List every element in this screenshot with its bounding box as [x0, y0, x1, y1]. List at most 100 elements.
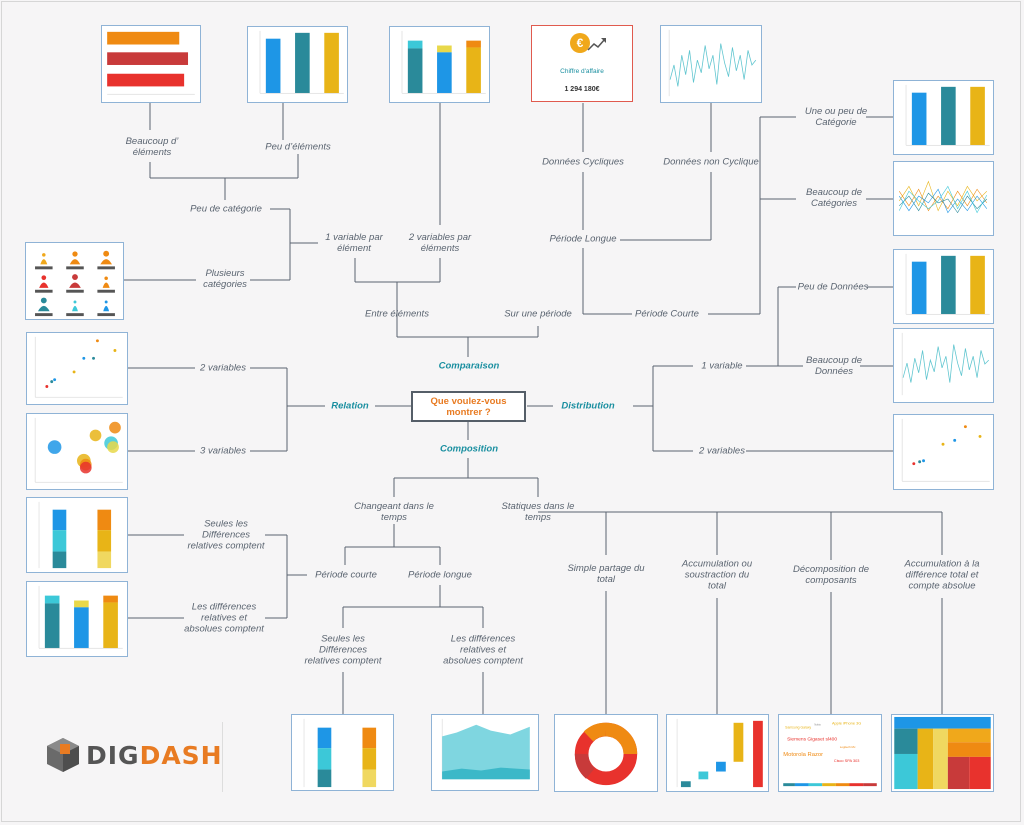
label-line: Peu de Données: [797, 281, 869, 293]
thumb-word-cloud[interactable]: Samsung Galaxy Apple iPhone 3G Siemens G…: [778, 714, 882, 792]
thumb-column-chart-few-data[interactable]: [893, 249, 994, 324]
word-nokia: Nokia: [814, 724, 821, 727]
label-line: Les différences: [191, 601, 257, 613]
label-line: Données Cycliques: [542, 156, 624, 168]
category-distribution[interactable]: Distribution: [561, 400, 615, 412]
label-line: compte absolue: [908, 580, 976, 592]
label-line: absolues comptent: [184, 623, 264, 635]
label-periode-courte: Période Courte: [635, 309, 699, 320]
thumb-bubble-chart[interactable]: [26, 413, 128, 490]
label-line: relatives comptent: [187, 540, 265, 552]
label-periode-longue-composition: Période longue: [408, 570, 472, 581]
word-logitech: Logitech Mx: [840, 745, 856, 749]
label-line: Peu d’éléments: [265, 141, 331, 153]
label-periode-longue: Période Longue: [549, 234, 616, 245]
thumb-column-chart-one-category[interactable]: [893, 80, 994, 155]
label-line: 2 variables: [200, 362, 246, 374]
label-distribution-1-variable: 1 variable: [701, 361, 742, 372]
label-line: composants: [805, 575, 857, 586]
label-line: Données non Cyclique: [663, 156, 759, 168]
label-line: Seules les: [321, 633, 365, 645]
central-question-line1: Que voulez-vous: [430, 395, 507, 407]
category-relation[interactable]: Relation: [331, 400, 369, 412]
digdash-cube-icon: [47, 738, 79, 772]
thumb-scatter-relation[interactable]: [26, 332, 128, 405]
word-motorola: Motorola Razor: [783, 752, 823, 758]
logo-dig-text: DIG: [86, 741, 140, 770]
label-line: Peu de catégorie: [190, 203, 262, 215]
person-icon: [66, 300, 84, 317]
thumb-100-stacked-column-left[interactable]: [26, 497, 128, 573]
thumb-100-stacked-column-bottom[interactable]: [291, 714, 394, 791]
label-sur-une-periode: Sur une période: [504, 309, 572, 320]
label-line: total: [708, 580, 726, 592]
thumb-kpi-card[interactable]: € Chiffre d'affaire 1 294 180€: [531, 25, 633, 102]
central-question-box[interactable]: Que voulez-vous montrer ?: [411, 391, 526, 422]
word-cisco: Cisco SPA 303: [834, 758, 860, 763]
label-line: Catégories: [811, 198, 857, 209]
thumb-horizontal-bar-chart[interactable]: [101, 25, 201, 103]
person-icon: [97, 276, 115, 293]
label-line: 3 variables: [200, 445, 246, 457]
label-line: Période Courte: [635, 308, 699, 320]
label-relation-3-variables: 3 variables: [200, 446, 246, 457]
label-line: Accumulation ou: [681, 558, 753, 570]
label-donnees-cycliques: Données Cycliques: [542, 157, 624, 168]
euro-coin-icon: €: [570, 33, 590, 53]
central-question-line2: montrer ?: [446, 406, 491, 418]
label-line: Une ou peu de: [804, 106, 868, 117]
label-line: Les différences: [450, 633, 516, 645]
word-samsung: Samsung Galaxy: [785, 726, 811, 730]
category-composition[interactable]: Composition: [439, 443, 499, 455]
label-line: 2 variables par: [408, 232, 472, 243]
label-line: éléments: [420, 243, 460, 254]
person-icon: [35, 297, 53, 317]
label-line: éléments: [132, 147, 172, 158]
label-line: Données: [814, 366, 854, 377]
label-line: Période courte: [315, 569, 377, 581]
label-line: Période Longue: [549, 233, 617, 245]
label-beaucoup-elements: Beaucoup d’éléments: [126, 136, 179, 158]
label-donnees-non-cyclique: Données non Cyclique: [663, 157, 759, 168]
person-icon: [97, 250, 115, 270]
label-line: Différences: [201, 529, 251, 541]
word-siemens: Siemens Gigaset sl400: [787, 736, 837, 742]
label-line: Accumulation à la: [904, 558, 980, 570]
category-comparaison[interactable]: Comparaison: [438, 360, 500, 372]
thumb-scatter-distribution[interactable]: [893, 414, 994, 490]
thumb-stacked-column-chart[interactable]: [389, 26, 490, 103]
label-entre-elements: Entre éléments: [365, 309, 429, 320]
person-icon: [35, 253, 53, 270]
thumb-treemap-chart[interactable]: [891, 714, 994, 792]
label-line: élément: [337, 243, 371, 254]
label-line: 1 variable par: [325, 232, 383, 243]
label-line: Catégorie: [815, 117, 857, 128]
label-line: catégories: [203, 279, 247, 290]
label-line: Différences: [318, 644, 368, 656]
label-relation-2-variables: 2 variables: [200, 363, 246, 374]
thumb-donut-chart[interactable]: [554, 714, 658, 792]
label-line: absolues comptent: [443, 655, 523, 667]
thumb-multi-line-chart[interactable]: [893, 161, 994, 236]
thumb-line-chart-many-data[interactable]: [893, 328, 994, 403]
label-line: Entre éléments: [365, 308, 429, 320]
thumb-stacked-area-chart[interactable]: [431, 714, 539, 791]
thumb-column-chart-few-items[interactable]: [247, 26, 348, 103]
thumb-line-chart-non-cyclic[interactable]: [660, 25, 762, 103]
label-line: Seules les: [204, 518, 248, 530]
thumb-waterfall-chart[interactable]: [666, 714, 769, 792]
person-icon: [35, 275, 53, 293]
thumb-stacked-column-left[interactable]: [26, 581, 128, 657]
thumb-pictogram-chart[interactable]: [25, 242, 124, 320]
label-line: 1 variable: [701, 360, 743, 372]
label-line: Changeant dans le: [354, 501, 434, 512]
